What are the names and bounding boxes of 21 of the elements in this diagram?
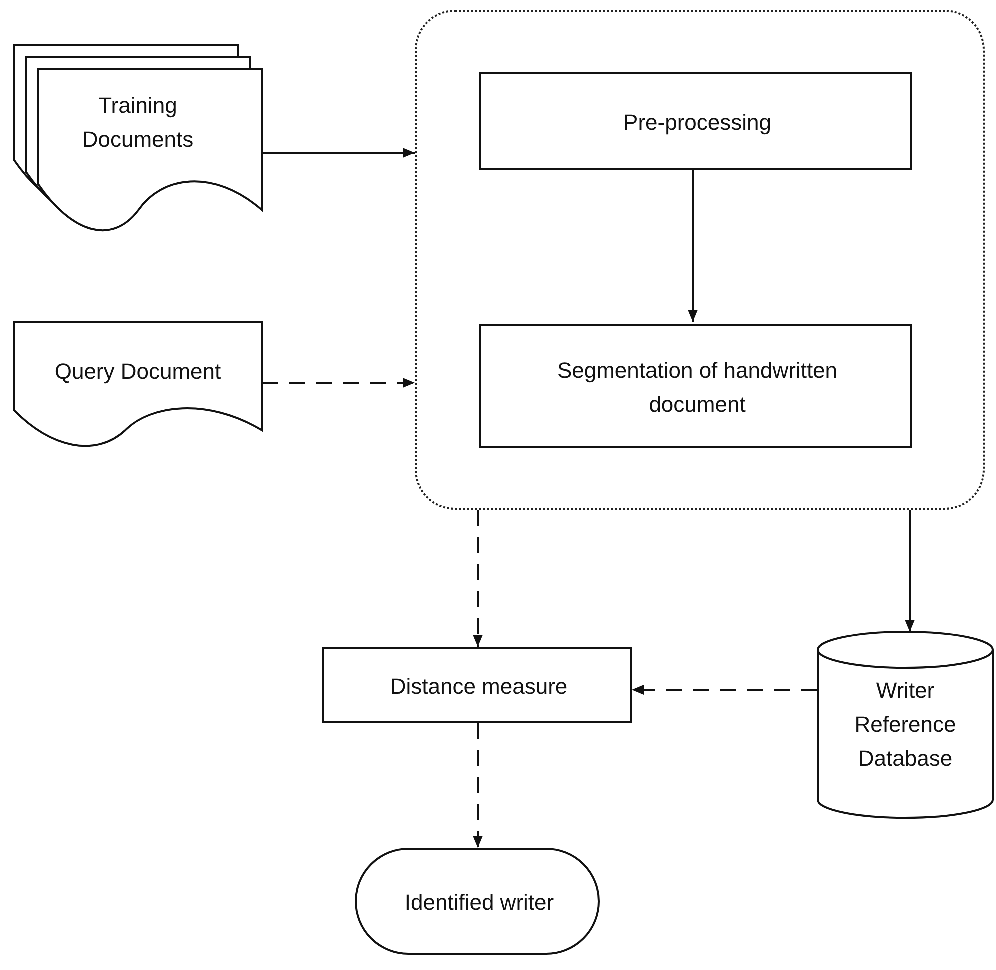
arrow [262, 148, 415, 158]
document-stack [14, 45, 262, 233]
process-box [322, 647, 632, 723]
database-cylinder [817, 632, 994, 818]
node-label: Identified writer [404, 889, 554, 918]
process-box [479, 72, 912, 170]
node-label: Writer Reference Database [854, 676, 958, 774]
arrow [905, 510, 915, 632]
arrow [473, 510, 483, 647]
node-label: Distance measure [390, 672, 568, 701]
node-label: Pre-processing [624, 108, 772, 137]
process-box [479, 324, 912, 448]
dotted-group-border [415, 10, 985, 510]
arrow [473, 723, 483, 848]
node-label: Training Documents [81, 92, 195, 154]
document-shape [14, 322, 262, 448]
node-label: Query Document [54, 358, 222, 386]
node-label: Segmentation of handwritten document [556, 356, 839, 419]
arrow [632, 685, 817, 695]
arrow [262, 378, 415, 388]
arrow [688, 168, 698, 322]
